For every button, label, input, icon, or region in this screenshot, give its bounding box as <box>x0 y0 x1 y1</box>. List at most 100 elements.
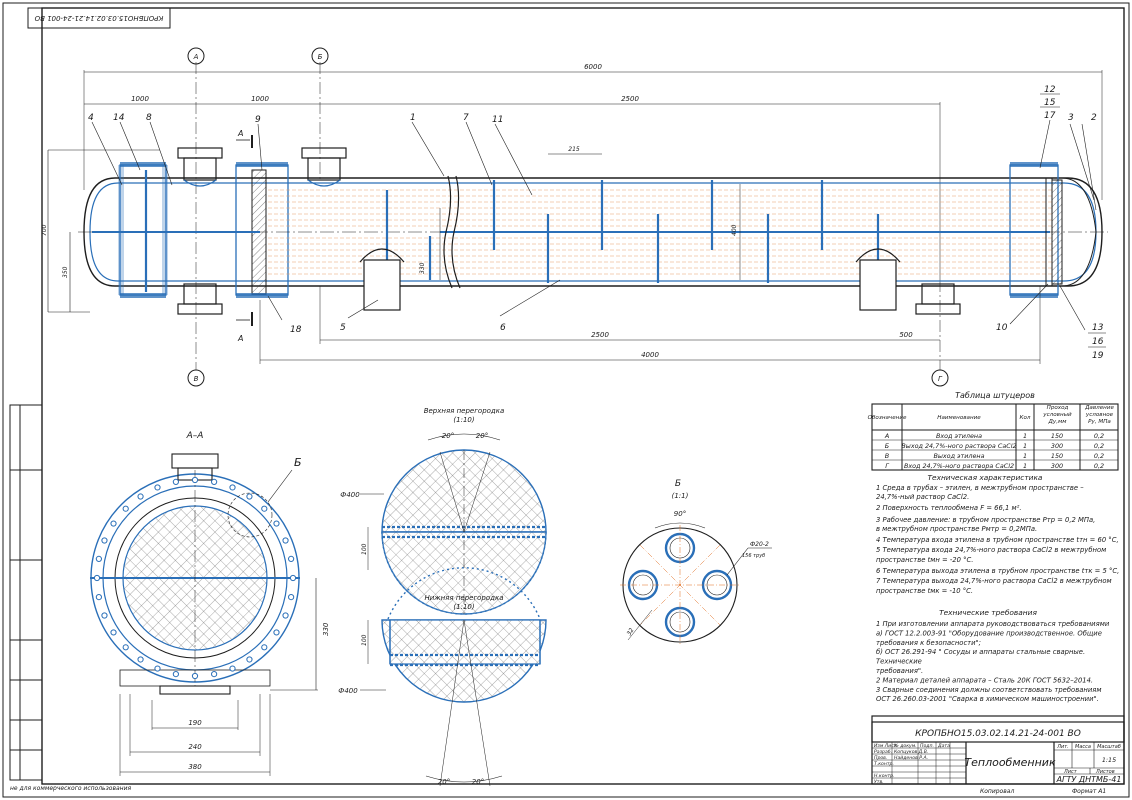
nozzle-cell: Вход 24,7%-ного раствора CaCl2 <box>904 462 1014 470</box>
baffle-top-title: Верхняя перегородка <box>424 407 505 415</box>
cut-label-bottom: А <box>237 334 243 343</box>
dim-32: 32 <box>626 627 636 637</box>
leader-19: 19 <box>1092 351 1104 361</box>
dim-190: 190 <box>188 719 202 727</box>
tech-req-line: 1 При изготовлении аппарата руководствов… <box>876 620 1110 628</box>
title-block-name: Теплообменник <box>964 756 1056 769</box>
bolt-hole <box>246 656 253 663</box>
bolt-hole <box>101 537 108 544</box>
bolt-hole <box>229 484 236 491</box>
dim-330-side: 330 <box>322 622 330 636</box>
nozzle-table-title: Таблица штуцеров <box>955 391 1035 400</box>
nozzle-cell: В <box>885 452 889 460</box>
nozzle-cell: 1 <box>1023 432 1027 440</box>
bolt-hole <box>261 505 268 512</box>
baffle-top-scale: (1:10) <box>453 416 474 424</box>
title-block-scale: 1:15 <box>1102 756 1116 764</box>
dim-700: 700 <box>41 224 48 236</box>
nozzle-cell: Выход 24,7%-ного раствора CaCl2 <box>901 442 1016 450</box>
cut-label-top: А <box>237 129 243 138</box>
nozzle-cell: Выход этилена <box>933 452 984 460</box>
tech-char-line: пространстве tмк = -10 °С. <box>876 587 973 595</box>
bolt-hole <box>282 612 289 619</box>
dim-100-a: 100 <box>361 543 368 555</box>
title-block-code: КРОПБНО15.03.02.14.21-24-001 ВО <box>915 729 1081 739</box>
axis-label-b: Б <box>318 53 323 61</box>
dim-215: 215 <box>568 146 580 153</box>
leader-5: 5 <box>340 323 346 333</box>
bolt-hole <box>95 594 102 601</box>
dim-500: 500 <box>899 331 913 339</box>
bolt-hole <box>282 537 289 544</box>
leader-4: 4 <box>88 113 94 123</box>
nozzle-cell: 0,2 <box>1094 432 1104 440</box>
dim-1000-a: 1000 <box>131 95 149 103</box>
bolt-hole <box>137 493 144 500</box>
bolt-hole <box>211 671 218 678</box>
bolt-hole <box>110 629 117 636</box>
title-block-org: АГТУ ДНТМБ-41 <box>1056 775 1122 784</box>
tech-char-line: в межтрубном пространстве Pмтр = 0,2МПа. <box>876 525 1037 533</box>
bolt-hole <box>211 478 218 485</box>
leader-9: 9 <box>255 115 261 125</box>
leader-11: 11 <box>492 115 503 125</box>
tube-count-label: 156 труб <box>742 553 765 559</box>
leader-15: 15 <box>1044 98 1056 108</box>
tech-char-line: 6 Температура выхода этилена в трубном п… <box>876 567 1119 575</box>
baffle-bottom-view <box>360 567 547 787</box>
nozzle-cell: Вход этилена <box>936 432 982 440</box>
bolt-hole <box>289 574 297 582</box>
bolt-hole <box>101 612 108 619</box>
tech-req-line: Технические <box>876 658 922 666</box>
dim-330: 330 <box>419 262 426 274</box>
tb-row-izm: Изм Лист <box>874 743 897 749</box>
bolt-hole <box>191 672 199 680</box>
angle-90: 90° <box>674 510 686 518</box>
tech-char-line: 7 Температура выхода 24,7%-ного раствора… <box>876 577 1112 585</box>
title-block <box>871 715 1125 785</box>
nozzle-header-qty: Кол <box>1020 415 1031 421</box>
tech-char-line: 24,7%-ный раствор CaCl2. <box>876 493 969 501</box>
leader-18: 18 <box>290 325 302 335</box>
nozzle-table <box>871 403 1119 471</box>
nozzle-cell: А <box>884 432 889 440</box>
tech-req-line: требования к безопасности"; <box>876 639 981 647</box>
angle-20-d: 20° <box>472 778 484 786</box>
tech-req-line: ОСТ 26.260.03-2001 "Сварка в химическом … <box>876 695 1099 703</box>
bolt-hole <box>95 555 102 562</box>
axis-label-g: Г <box>938 375 943 383</box>
nozzle-cell: 1 <box>1023 442 1027 450</box>
bolt-hole <box>154 484 161 491</box>
phi-400-a: Ф400 <box>340 491 360 499</box>
bolt-hole <box>288 555 295 562</box>
leader-7: 7 <box>463 113 469 123</box>
angle-20-b: 20° <box>476 432 488 440</box>
detail-b-title: Б <box>675 479 681 489</box>
bolt-hole <box>246 493 253 500</box>
tb-name-1: Копцуков Д.В. <box>894 749 928 755</box>
bolt-hole <box>273 629 280 636</box>
dim-400: 400 <box>731 224 738 236</box>
leader-10: 10 <box>996 323 1008 333</box>
title-block-mass: Масса <box>1075 744 1091 750</box>
tech-char-title: Техническая характеристика <box>928 473 1043 482</box>
dim-100-b: 100 <box>361 634 368 646</box>
bolt-hole <box>110 520 117 527</box>
tb-row-doc: № докум. <box>893 743 917 749</box>
tech-char-line: пространстве tмн = -20 °С. <box>876 556 973 564</box>
title-block-scale-header: Масштаб <box>1097 744 1121 750</box>
axis-label-a: А <box>193 53 199 61</box>
dim-4000: 4000 <box>641 351 659 359</box>
phi-20-label: Ф20-2 <box>750 541 769 548</box>
tb-row-date: Дата <box>937 743 950 749</box>
nozzle-header-dn: Проход условный Ду,мм <box>1043 405 1072 425</box>
baffle-top-view <box>360 433 547 615</box>
nozzle-cell: 300 <box>1051 442 1063 450</box>
tech-char-line: 2 Поверхность теплообмена F = 66,1 м². <box>876 504 1022 512</box>
detail-b-scale: (1:1) <box>672 492 689 500</box>
detail-b-callout: Б <box>294 456 302 469</box>
bolt-hole <box>93 574 101 582</box>
nozzle-cell: 0,2 <box>1094 452 1104 460</box>
tech-req-title: Технические требования <box>939 608 1037 617</box>
left-margin-stamp <box>9 404 43 781</box>
